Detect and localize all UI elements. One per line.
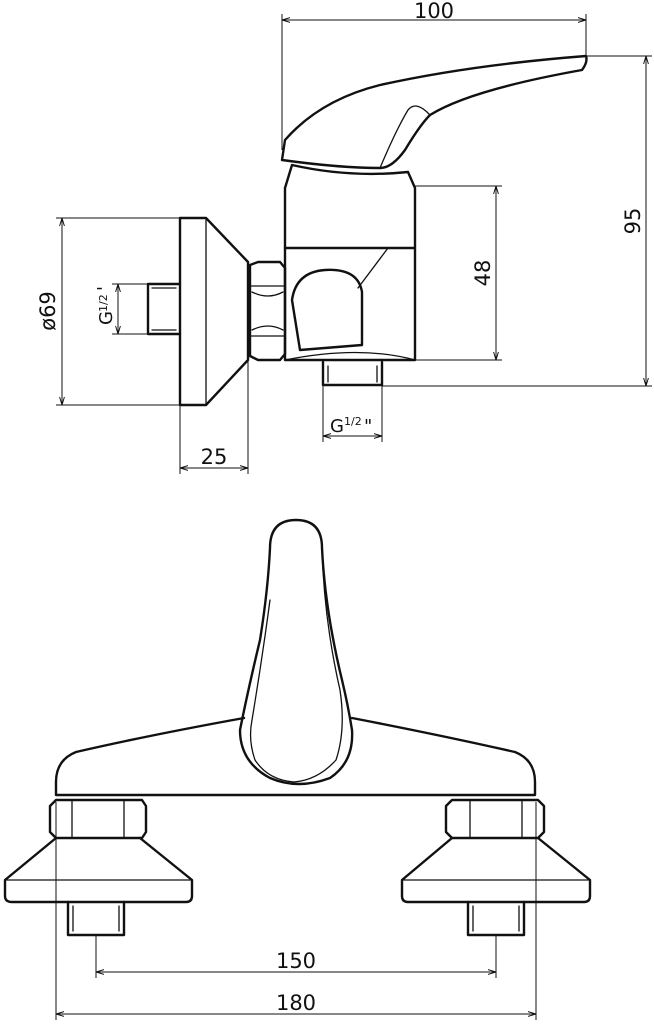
dim-label-25: 25 [201,445,228,469]
dim-label-95: 95 [621,208,645,235]
thread-bottom-main: G [330,416,344,437]
dim-overall-180: 180 [55,802,537,1020]
dim-label-69: ø69 [36,291,60,331]
front-view: 150 180 [3,518,592,1020]
side-body-lower [283,246,417,362]
side-lever [280,54,588,170]
side-body-upper [283,163,417,250]
dim-label-100: 100 [414,0,454,23]
front-lever [238,518,354,786]
thread-side-suffix: ' [94,286,115,291]
dim-thread-bottom: G 1/2 " [322,385,383,442]
front-body [54,716,537,797]
side-rosette [178,216,250,407]
side-hex-nut [248,260,287,362]
front-right-nut [444,798,546,840]
front-right-rosette [400,836,592,904]
thread-bottom-suffix: " [364,416,372,437]
thread-side-main: G [96,311,117,325]
dim-spacing-150: 150 [95,935,497,978]
side-outlet-nipple [321,360,384,387]
front-right-nipple [466,900,526,937]
dim-width-100: 100 [281,0,587,150]
front-left-rosette [3,836,194,904]
dim-label-180: 180 [276,991,316,1015]
thread-side-frac: 1/2 [97,294,110,312]
dim-height-95: 95 [382,55,652,387]
side-inlet-nipple [146,282,182,336]
dim-depth-25: 25 [179,360,249,474]
side-view: 100 95 48 ø69 G [36,0,652,474]
dim-label-150: 150 [276,949,316,973]
dim-thread-side: G 1/2 ' [94,283,148,335]
dim-label-48: 48 [471,260,495,287]
dim-height-48: 48 [415,185,502,361]
front-left-nipple [66,900,126,937]
thread-bottom-frac: 1/2 [344,415,362,428]
front-left-nut [48,798,148,840]
dim-diameter-69: ø69 [36,217,206,406]
